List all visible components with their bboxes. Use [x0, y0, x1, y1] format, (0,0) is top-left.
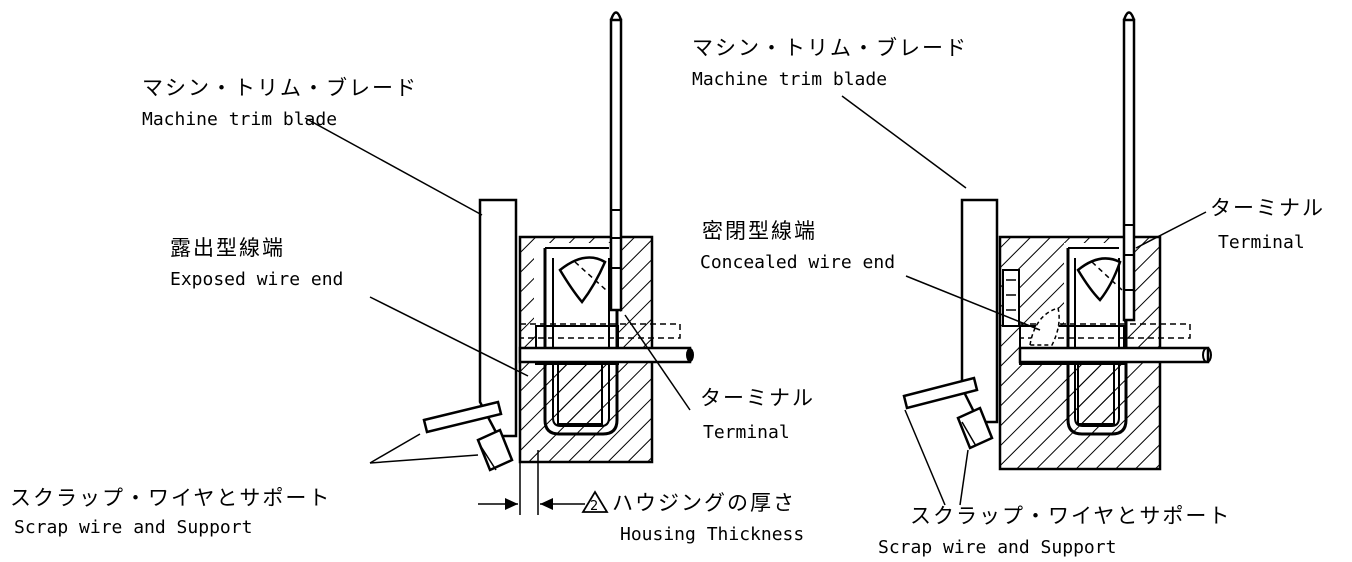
right-terminal-label-jp: ターミナル	[1210, 196, 1325, 220]
left-blade-label-jp: マシン・トリム・ブレード	[142, 76, 418, 100]
right-leaders	[841, 95, 1207, 506]
left-figure: 2 マシン・トリム・ブレード Machine trim blade 露出型線端 …	[10, 11, 815, 545]
left-scrap	[422, 400, 514, 472]
right-terminal	[1066, 11, 1136, 436]
left-terminal-label-jp: ターミナル	[700, 386, 815, 410]
housing-marker: 2	[590, 499, 598, 514]
right-scrap-label-jp: スクラップ・ワイヤとサポート	[910, 504, 1231, 528]
left-wire-end-label-jp: 露出型線端	[170, 236, 285, 260]
right-wire-end-label-jp: 密閉型線端	[702, 219, 817, 243]
housing-marker-triangle	[581, 490, 609, 513]
right-scrap-label-en: Scrap wire and Support	[878, 537, 1116, 558]
right-scrap	[902, 376, 994, 450]
left-scrap-label-jp: スクラップ・ワイヤとサポート	[10, 486, 331, 510]
right-figure: マシン・トリム・ブレード Machine trim blade 密閉型線端 Co…	[692, 11, 1325, 558]
left-terminal	[543, 11, 623, 436]
right-blade-label-jp: マシン・トリム・ブレード	[692, 36, 968, 60]
left-wire-end-label-en: Exposed wire end	[170, 269, 343, 290]
left-blade-label-en: Machine trim blade	[142, 109, 337, 130]
left-scrap-label-en: Scrap wire and Support	[14, 517, 252, 538]
housing-label-en: Housing Thickness	[620, 524, 804, 545]
right-blade-label-en: Machine trim blade	[692, 69, 887, 90]
right-wire-end-label-en: Concealed wire end	[700, 252, 895, 273]
left-leaders	[304, 117, 691, 464]
housing-label-jp: ハウジングの厚さ	[612, 491, 796, 515]
right-trim-blade	[960, 198, 999, 424]
left-thickness-dimension: 2	[478, 450, 609, 515]
left-trim-blade	[478, 198, 518, 438]
left-wire	[518, 323, 694, 364]
right-terminal-label-en: Terminal	[1218, 232, 1305, 253]
right-wire	[1018, 307, 1212, 364]
left-terminal-label-en: Terminal	[703, 422, 790, 443]
